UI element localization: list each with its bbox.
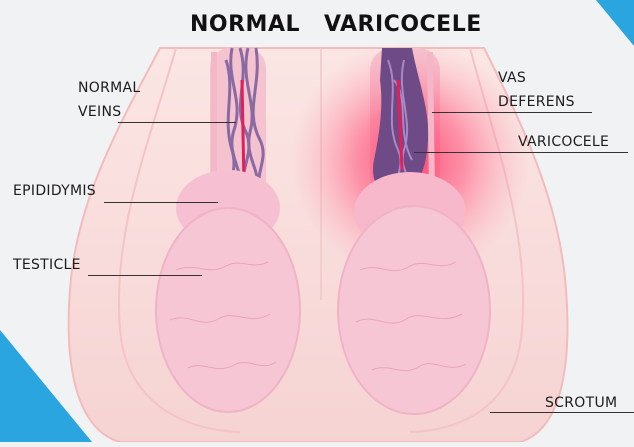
- left-artery: [242, 80, 244, 185]
- label-vas-deferens-line2: DEFERENS: [498, 92, 575, 112]
- label-epididymis: EPIDIDYMIS: [13, 181, 96, 201]
- leader-vas-deferens: [432, 112, 592, 113]
- leader-varicocele: [414, 152, 628, 153]
- title-normal: NORMAL: [190, 12, 300, 37]
- leader-scrotum: [490, 412, 634, 413]
- label-scrotum: SCROTUM: [545, 393, 617, 413]
- left-testicle: [156, 208, 300, 412]
- label-normal-veins-line2: VEINS: [78, 102, 121, 122]
- label-varicocele: VARICOCELE: [518, 132, 609, 152]
- right-vas-deferens: [430, 52, 432, 190]
- title-varicocele: VARICOCELE: [324, 12, 482, 37]
- leader-epididymis: [104, 202, 218, 203]
- corner-accent-top-right: [596, 0, 634, 46]
- label-vas-deferens-line1: VAS: [498, 68, 526, 88]
- leader-normal-veins: [118, 122, 236, 123]
- right-testicle: [338, 206, 490, 414]
- leader-testicle: [88, 275, 202, 276]
- label-testicle: TESTICLE: [13, 255, 81, 275]
- label-normal-veins-line1: NORMAL: [78, 78, 140, 98]
